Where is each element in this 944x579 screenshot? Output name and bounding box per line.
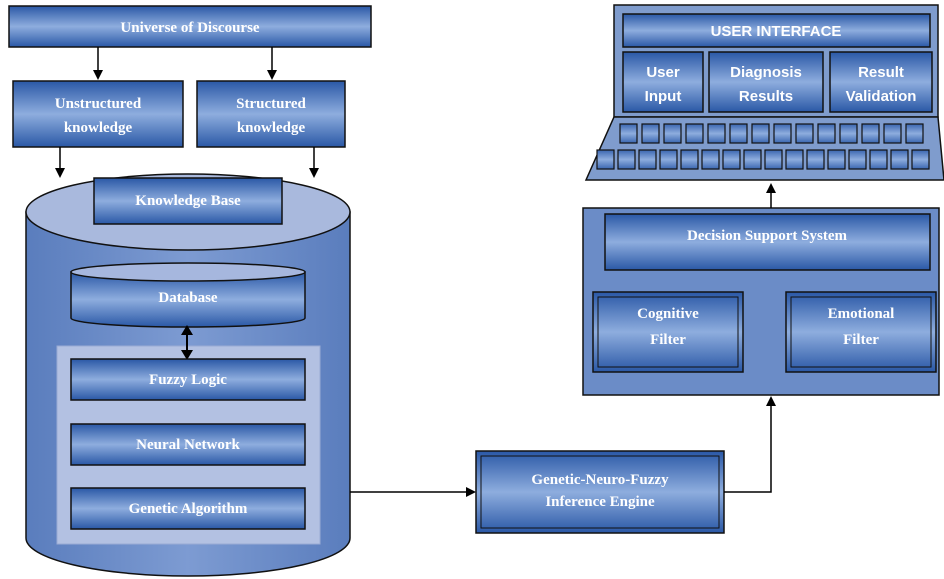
neural-network-label: Neural Network	[136, 437, 240, 453]
keyboard-key	[764, 149, 783, 170]
knowledge-base-label: Knowledge Base	[135, 193, 241, 209]
inference-engine-box: Genetic-Neuro-Fuzzy Inference Engine	[475, 450, 725, 534]
keyboard-key	[751, 123, 770, 144]
cognitive-label-2: Filter	[650, 332, 686, 348]
keyboard-key	[743, 149, 762, 170]
unstructured-label-2: knowledge	[64, 120, 133, 136]
engine-label-2: Inference Engine	[545, 494, 655, 510]
keyboard-key	[685, 123, 704, 144]
engine-label-1: Genetic-Neuro-Fuzzy	[531, 472, 669, 488]
keyboard-key	[707, 123, 726, 144]
database-label: Database	[158, 290, 218, 306]
dss-label: Decision Support System	[687, 228, 848, 244]
genetic-algorithm-box: Genetic Algorithm	[70, 487, 306, 530]
keyboard-keys	[596, 123, 930, 170]
result-validation-label-2: Validation	[846, 88, 917, 105]
keyboard-key	[619, 123, 638, 144]
structured-knowledge-box: Structured knowledge	[196, 80, 346, 148]
result-validation-box: Result Validation	[829, 51, 933, 113]
keyboard-key	[890, 149, 909, 170]
user-interface-label: USER INTERFACE	[711, 23, 842, 40]
decision-support-system-box: Decision Support System	[604, 213, 931, 271]
keyboard-key	[817, 123, 836, 144]
keyboard-key	[722, 149, 741, 170]
keyboard-key	[773, 123, 792, 144]
keyboard-key	[785, 149, 804, 170]
keyboard-key	[638, 149, 657, 170]
fuzzy-logic-label: Fuzzy Logic	[149, 372, 227, 388]
cognitive-filter-box: Cognitive Filter	[592, 291, 744, 373]
keyboard-key	[617, 149, 636, 170]
emotional-filter-box: Emotional Filter	[785, 291, 937, 373]
structured-label-1: Structured	[236, 96, 306, 112]
unstructured-knowledge-box: Unstructured knowledge	[12, 80, 184, 148]
keyboard-key	[848, 149, 867, 170]
database-cylinder: Database	[70, 262, 306, 328]
user-input-box: User Input	[622, 51, 704, 113]
engine-to-dss-arrow	[724, 396, 776, 493]
keyboard-key	[596, 149, 615, 170]
universe-of-discourse-box: Universe of Discourse	[8, 5, 372, 48]
emotional-label-1: Emotional	[828, 306, 895, 322]
keyboard-key	[641, 123, 660, 144]
keyboard-key	[827, 149, 846, 170]
keyboard-key	[911, 149, 930, 170]
user-input-label-1: User	[646, 64, 680, 81]
unstructured-label-1: Unstructured	[55, 96, 142, 112]
universe-arrows	[93, 47, 277, 80]
genetic-algorithm-label: Genetic Algorithm	[129, 501, 248, 517]
keyboard-key	[680, 149, 699, 170]
diagnosis-results-box: Diagnosis Results	[708, 51, 824, 113]
cognitive-label-1: Cognitive	[637, 306, 699, 322]
keyboard-key	[806, 149, 825, 170]
user-interface-box: USER INTERFACE	[622, 13, 931, 48]
neural-network-box: Neural Network	[70, 423, 306, 466]
keyboard-key	[701, 149, 720, 170]
keyboard-key	[905, 123, 924, 144]
keyboard-key	[729, 123, 748, 144]
keyboard-key	[795, 123, 814, 144]
user-input-label-2: Input	[645, 88, 682, 105]
fuzzy-logic-box: Fuzzy Logic	[70, 358, 306, 401]
diagnosis-label-2: Results	[739, 88, 793, 105]
knowledge-arrows	[55, 147, 319, 178]
keyboard-key	[869, 149, 888, 170]
result-validation-label-1: Result	[858, 64, 904, 81]
keyboard-key	[659, 149, 678, 170]
keyboard-key	[839, 123, 858, 144]
keyboard-key	[883, 123, 902, 144]
emotional-label-2: Filter	[843, 332, 879, 348]
knowledge-base-box: Knowledge Base	[93, 177, 283, 225]
structured-label-2: knowledge	[237, 120, 306, 136]
keyboard-key	[861, 123, 880, 144]
database-fuzzy-double-arrow	[181, 325, 193, 360]
keyboard-key	[663, 123, 682, 144]
diagnosis-label-1: Diagnosis	[730, 64, 802, 81]
universe-label: Universe of Discourse	[120, 20, 259, 36]
